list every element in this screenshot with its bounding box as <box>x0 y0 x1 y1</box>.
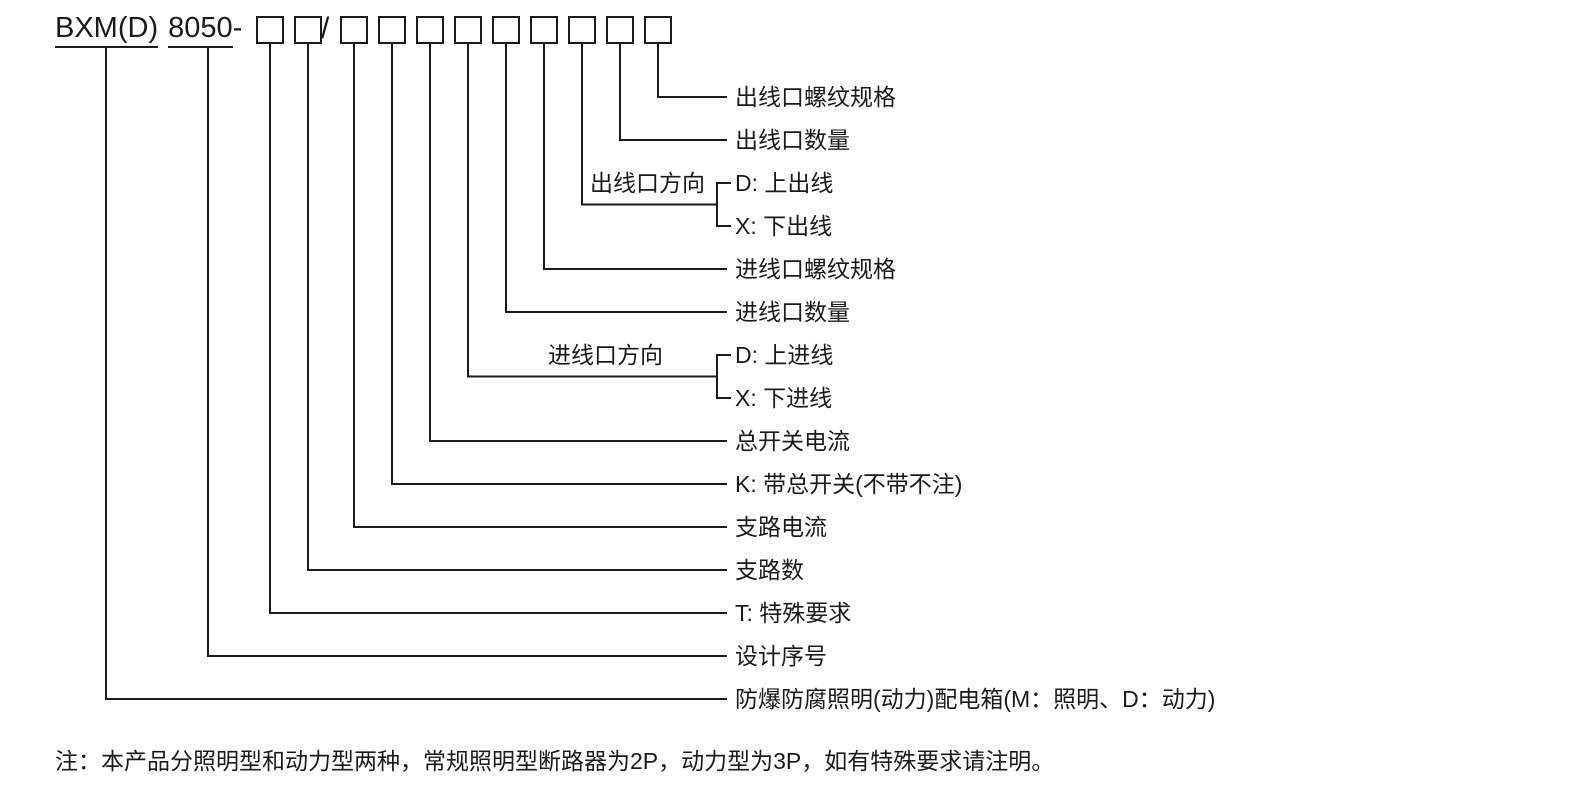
leader-design-serial <box>207 48 727 657</box>
footnote: 注：本产品分照明型和动力型两种，常规照明型断路器为2P，动力型为3P，如有特殊要… <box>55 748 1055 774</box>
leader-product-name <box>105 48 727 700</box>
bracket-inlet-direction <box>716 354 731 399</box>
label-inlet-thread-spec: 进线口螺纹规格 <box>735 256 896 282</box>
label-inlet-direction-up: D: 上进线 <box>735 342 834 368</box>
label-product-name: 防爆防腐照明(动力)配电箱(M：照明、D：动力) <box>735 686 1216 712</box>
label-branch-current: 支路电流 <box>735 514 827 540</box>
model-code: BXM(D)8050- <box>55 12 242 48</box>
leader-main-switch-current <box>429 44 727 442</box>
leader-inlet-direction <box>467 44 717 378</box>
leader-branch-current <box>353 44 727 528</box>
model-digit-box <box>454 16 482 44</box>
label-outlet-count: 出线口数量 <box>735 127 850 153</box>
label-outlet-direction-up: D: 上出线 <box>735 170 834 196</box>
model-digit-box <box>340 16 368 44</box>
leader-special-requirement <box>269 44 727 614</box>
model-dash: - <box>232 12 243 44</box>
leader-outlet-thread-spec <box>657 44 727 98</box>
model-digit-box <box>530 16 558 44</box>
model-digit-box <box>568 16 596 44</box>
model-digit-box <box>256 16 284 44</box>
label-main-switch: K: 带总开关(不带不注) <box>735 471 963 497</box>
leader-inlet-thread-spec <box>543 44 727 270</box>
label-outlet-thread-spec: 出线口螺纹规格 <box>735 84 896 110</box>
model-digit-box <box>416 16 444 44</box>
label-branch-count: 支路数 <box>735 557 804 583</box>
leader-inlet-count <box>505 44 727 313</box>
model-prefix: BXM(D) <box>55 12 159 48</box>
model-digit-box <box>294 16 322 44</box>
label-outlet-direction: 出线口方向 <box>590 170 705 196</box>
model-digit-box <box>492 16 520 44</box>
model-slash: / <box>321 12 330 45</box>
label-inlet-count: 进线口数量 <box>735 299 850 325</box>
label-inlet-direction-down: X: 下进线 <box>735 385 833 411</box>
label-inlet-direction: 进线口方向 <box>548 342 663 368</box>
leader-outlet-count <box>619 44 727 141</box>
leader-main-switch <box>391 44 727 485</box>
model-series: 8050 <box>168 12 233 48</box>
label-main-switch-current: 总开关电流 <box>735 428 850 454</box>
leader-branch-count <box>307 44 727 571</box>
model-digit-box <box>378 16 406 44</box>
model-digit-box <box>606 16 634 44</box>
model-digit-box <box>644 16 672 44</box>
label-outlet-direction-down: X: 下出线 <box>735 213 833 239</box>
bracket-outlet-direction <box>716 182 731 227</box>
label-design-serial: 设计序号 <box>735 643 827 669</box>
leader-outlet-direction <box>581 44 717 206</box>
label-special-requirement: T: 特殊要求 <box>735 600 852 626</box>
